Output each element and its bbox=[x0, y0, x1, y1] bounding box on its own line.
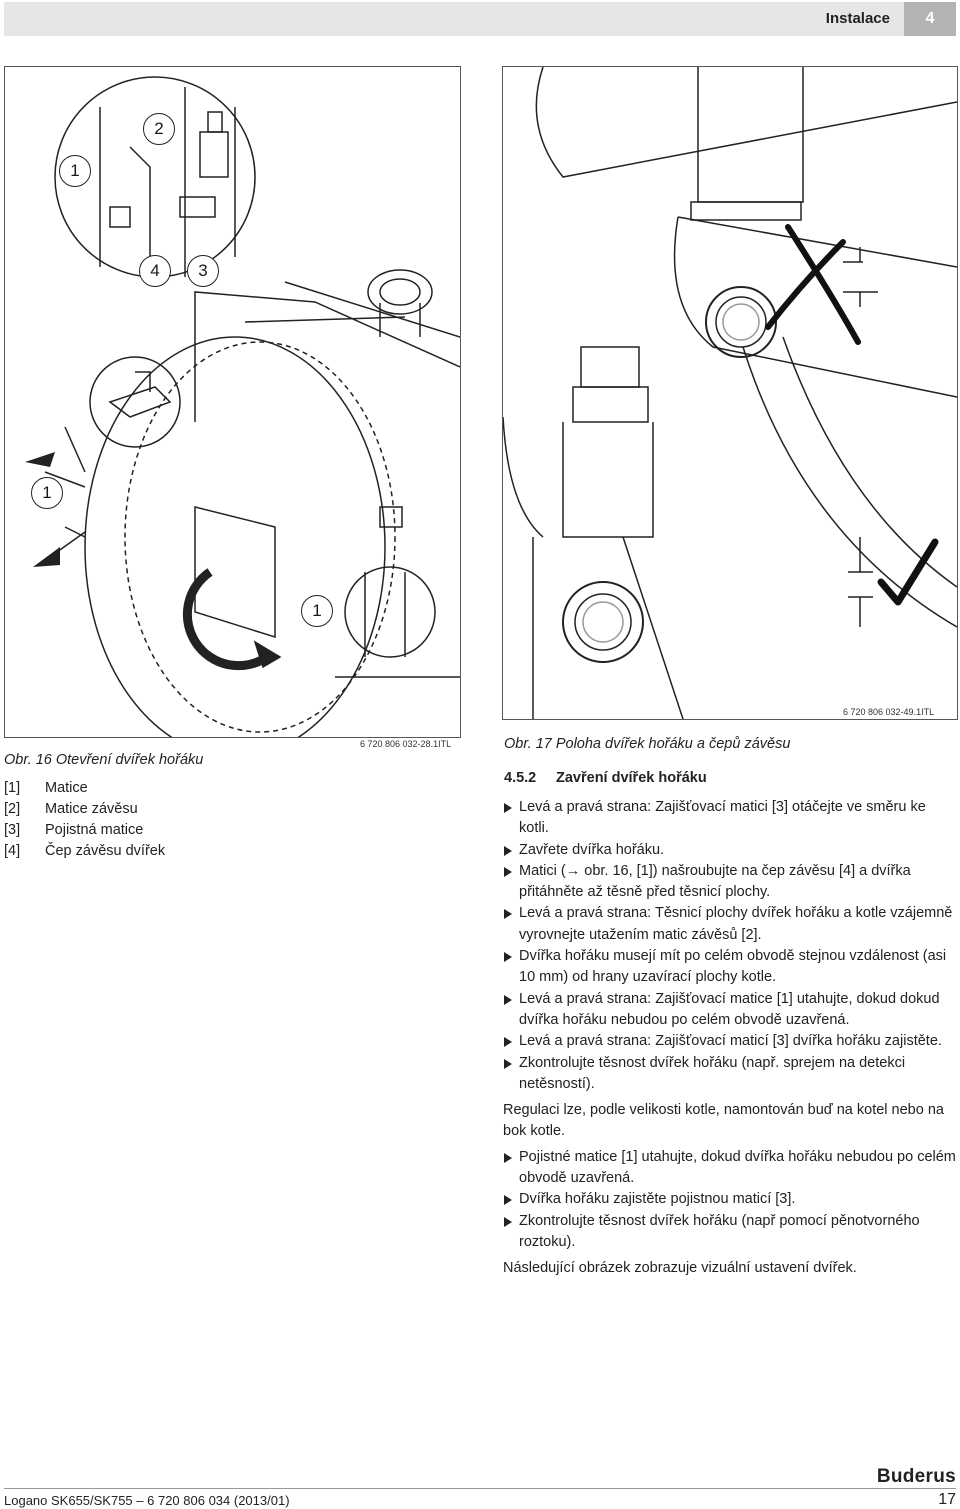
figure-17-id: 6 720 806 032-49.1ITL bbox=[843, 707, 935, 717]
legend-text: Matice závěsu bbox=[45, 801, 138, 817]
body-paragraph: Následující obrázek zobrazuje vizuální u… bbox=[503, 1260, 857, 1277]
legend-item: [4] Čep závěsu dvířek bbox=[4, 841, 165, 862]
callout-3: 3 bbox=[187, 255, 219, 287]
legend-text: Matice bbox=[45, 780, 88, 796]
figure-16-id: 6 720 806 032-28.1ITL bbox=[360, 739, 452, 749]
header-section-title: Instalace bbox=[825, 10, 890, 27]
body-paragraph: Regulaci lze, podle velikosti kotle, nam… bbox=[503, 1102, 944, 1140]
instruction-step: Levá a pravá strana: Zajišťovací matici … bbox=[503, 797, 959, 840]
instruction-step: Levá a pravá strana: Zajišťovací maticí … bbox=[503, 1031, 959, 1052]
header-chapter-number: 4 bbox=[904, 2, 956, 36]
callout-1-left: 1 bbox=[31, 477, 63, 509]
section-number: 4.5.2 bbox=[504, 770, 537, 786]
figure-17-caption: Obr. 17 Poloha dvířek hořáku a čepů závě… bbox=[504, 736, 791, 752]
callout-2: 2 bbox=[143, 113, 175, 145]
instruction-step: Levá a pravá strana: Těsnicí plochy dvíř… bbox=[503, 903, 959, 946]
figure-16-legend: [1] Matice [2] Matice závěsu [3] Pojistná m… bbox=[4, 778, 165, 862]
instruction-step: Zkontrolujte těsnost dvířek hořáku (např… bbox=[503, 1053, 959, 1096]
figure-16-caption: Obr. 16 Otevření dvířek hořáku bbox=[4, 752, 204, 768]
instruction-step: Pojistné matice [1] utahujte, dokud dvíř… bbox=[503, 1147, 959, 1190]
section-title: Zavření dvířek hořáku bbox=[556, 770, 707, 786]
instruction-step: Zkontrolujte těsnost dvířek hořáku (např… bbox=[503, 1211, 959, 1254]
section-content: Levá a pravá strana: Zajišťovací matici … bbox=[503, 797, 959, 1284]
legend-text: Pojistná matice bbox=[45, 822, 144, 838]
callout-1-bottom: 1 bbox=[301, 595, 333, 627]
legend-item: [1] Matice bbox=[4, 778, 165, 799]
instruction-step: Levá a pravá strana: Zajišťovací matice … bbox=[503, 989, 959, 1032]
legend-text: Čep závěsu dvířek bbox=[45, 843, 166, 859]
figure-17-drawing bbox=[503, 67, 957, 719]
instruction-step: Matici (→ obr. 16, [1]) našroubujte na č… bbox=[503, 861, 959, 904]
instruction-step: Dvířka hořáku musejí mít po celém obvodě… bbox=[503, 946, 959, 989]
figure-16: 1 2 4 3 1 1 bbox=[4, 66, 461, 738]
brand-logo: Buderus bbox=[876, 1466, 956, 1487]
legend-key: [4] bbox=[4, 843, 21, 859]
legend-item: [2] Matice závěsu bbox=[4, 799, 165, 820]
footer-document-id: Logano SK655/SK755 – 6 720 806 034 (2013… bbox=[4, 1493, 290, 1508]
legend-key: [1] bbox=[4, 780, 21, 796]
legend-key: [2] bbox=[4, 801, 21, 817]
page-number: 17 bbox=[938, 1491, 956, 1508]
figure-17 bbox=[502, 66, 958, 720]
instruction-step: Dvířka hořáku zajistěte pojistnou maticí… bbox=[503, 1189, 959, 1210]
section-heading: 4.5.2 Zavření dvířek hořáku bbox=[504, 770, 707, 786]
footer-divider bbox=[4, 1488, 956, 1489]
callout-1-top: 1 bbox=[59, 155, 91, 187]
page-header: Instalace 4 bbox=[4, 2, 956, 36]
legend-key: [3] bbox=[4, 822, 21, 838]
instruction-step: Zavřete dvířka hořáku. bbox=[503, 840, 959, 861]
callout-4: 4 bbox=[139, 255, 171, 287]
figure-16-drawing bbox=[25, 76, 460, 737]
legend-item: [3] Pojistná matice bbox=[4, 820, 165, 841]
